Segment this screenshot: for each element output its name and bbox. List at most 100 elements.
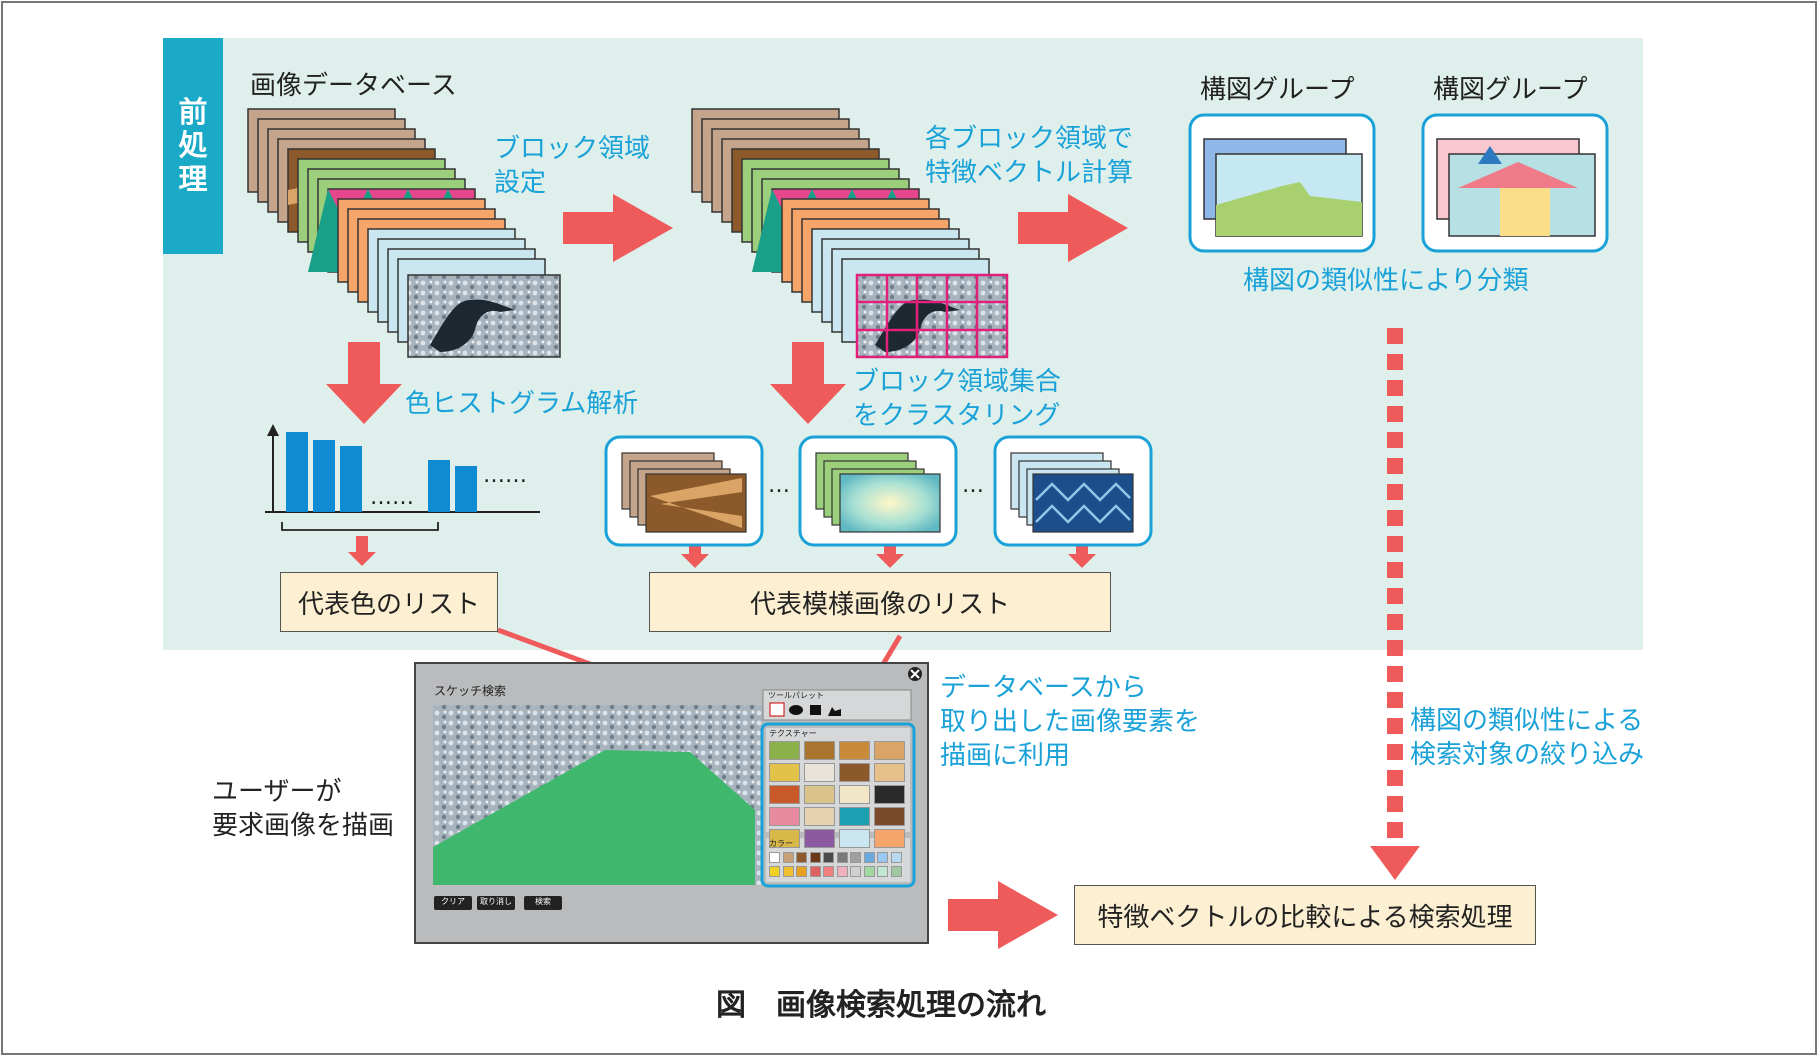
cluster-box-1: [604, 435, 764, 547]
image-database-stack: [247, 108, 561, 358]
texture-swatch[interactable]: [839, 763, 870, 782]
texture-swatch[interactable]: [804, 763, 835, 782]
box-search-proc: 特徴ベクトルの比較による検索処理: [1074, 885, 1536, 945]
label-block-setting: ブロック領域 設定: [494, 134, 651, 198]
cluster-box-3: [993, 435, 1153, 547]
texture-swatch[interactable]: [769, 785, 800, 804]
texture-swatch[interactable]: [769, 763, 800, 782]
clear-button-label[interactable]: クリア: [441, 897, 465, 906]
color-grid: [769, 852, 907, 880]
color-chip[interactable]: [877, 852, 888, 863]
cluster-box-2: [798, 435, 958, 547]
grid-tool-icon[interactable]: [769, 702, 785, 717]
label-group-2: 構図グループ: [1433, 75, 1588, 105]
texture-swatch[interactable]: [804, 829, 835, 848]
palette-title: ツールパレット: [768, 691, 824, 700]
color-chip[interactable]: [863, 852, 875, 863]
texture-swatch[interactable]: [804, 741, 835, 760]
box-rep-color: 代表色のリスト: [280, 572, 498, 632]
undo-button-label[interactable]: 取り消し: [480, 897, 512, 906]
rect-tool-icon[interactable]: [810, 705, 821, 715]
block-region-stack: [691, 108, 1009, 359]
cluster-dots-2: …: [962, 473, 984, 498]
label-image-db: 画像データベース: [250, 71, 457, 101]
hist-bar: [313, 440, 335, 512]
texture-swatch[interactable]: [874, 807, 905, 826]
texture-swatch[interactable]: [769, 807, 800, 826]
texture-grid: [769, 741, 907, 848]
texture-swatch[interactable]: [839, 807, 870, 826]
color-chip[interactable]: [809, 852, 821, 863]
color-chip[interactable]: [796, 866, 807, 877]
color-chip[interactable]: [850, 852, 861, 863]
label-user-draw: ユーザーが 要求画像を描画: [212, 777, 395, 841]
color-chip[interactable]: [769, 866, 780, 877]
texture-swatch[interactable]: [874, 763, 905, 782]
box-rep-pattern: 代表模様画像のリスト: [649, 572, 1111, 632]
hist-bar: [428, 460, 450, 512]
color-chip[interactable]: [796, 852, 807, 863]
texture-swatch[interactable]: [769, 829, 800, 848]
texture-swatch[interactable]: [769, 741, 800, 760]
texture-swatch[interactable]: [874, 741, 905, 760]
clear-button[interactable]: [434, 896, 472, 910]
composition-group-1: [1188, 113, 1376, 253]
label-db-elements: データベースから 取り出した画像要素を 描画に利用: [940, 673, 1201, 771]
arrow-right-1: [563, 194, 673, 262]
color-chip[interactable]: [850, 866, 861, 877]
arrow-right-2: [1018, 194, 1128, 262]
color-chip[interactable]: [890, 866, 902, 877]
label-feature-calc: 各ブロック領域で 特徴ベクトル計算: [925, 124, 1134, 188]
composition-group-2: [1421, 113, 1609, 253]
label-clustering: ブロック領域集合 をクラスタリング: [853, 367, 1062, 431]
color-title: カラー: [769, 839, 793, 848]
block-grid: [855, 273, 1009, 359]
search-button-label[interactable]: 検索: [535, 897, 551, 906]
hist-bar: [455, 466, 477, 512]
texture-swatch[interactable]: [804, 785, 835, 804]
hist-bar: [340, 446, 362, 512]
texture-swatch[interactable]: [839, 741, 870, 760]
color-chip[interactable]: [823, 852, 834, 863]
label-narrow: 構図の類似性による 検索対象の絞り込み: [1410, 706, 1645, 770]
texture-swatch[interactable]: [839, 785, 870, 804]
texture-swatch[interactable]: [874, 785, 905, 804]
label-group-1: 構図グループ: [1200, 75, 1355, 105]
color-chip[interactable]: [769, 852, 780, 863]
search-button[interactable]: [524, 896, 562, 910]
texture-swatch[interactable]: [839, 829, 870, 848]
sketch-app-window: [414, 662, 929, 944]
color-chip[interactable]: [863, 866, 875, 877]
color-chip[interactable]: [823, 866, 834, 877]
preprocess-tag: 前 処 理: [163, 38, 223, 254]
label-color-hist: 色ヒストグラム解析: [405, 389, 639, 419]
color-chip[interactable]: [782, 852, 794, 863]
shape-tool-icon[interactable]: [828, 707, 841, 716]
color-histogram: [265, 424, 540, 531]
ellipse-tool-icon[interactable]: [789, 705, 803, 715]
arrow-down-1: [326, 342, 402, 424]
texture-swatch[interactable]: [874, 829, 905, 848]
undo-button[interactable]: [477, 896, 515, 910]
texture-title: テクスチャー: [769, 729, 817, 738]
color-chip[interactable]: [809, 866, 821, 877]
hist-bar: [286, 432, 308, 512]
hist-dots-2: ……: [483, 463, 527, 488]
color-chip[interactable]: [877, 866, 888, 877]
hist-dots-1: ……: [370, 485, 414, 510]
texture-swatch[interactable]: [804, 807, 835, 826]
arrow-small-c2: [876, 540, 904, 568]
color-chip[interactable]: [782, 866, 794, 877]
color-chip[interactable]: [890, 852, 902, 863]
arrow-small-c1: [681, 540, 709, 568]
cluster-dots-1: …: [768, 473, 790, 498]
color-chip[interactable]: [836, 852, 848, 863]
arrow-small-hist: [348, 536, 376, 566]
label-classify: 構図の類似性により分類: [1243, 266, 1529, 296]
arrow-down-2: [770, 342, 846, 424]
arrow-small-c3: [1068, 540, 1096, 568]
figure-caption: 図 画像検索処理の流れ: [716, 988, 1046, 1023]
color-chip[interactable]: [836, 866, 848, 877]
